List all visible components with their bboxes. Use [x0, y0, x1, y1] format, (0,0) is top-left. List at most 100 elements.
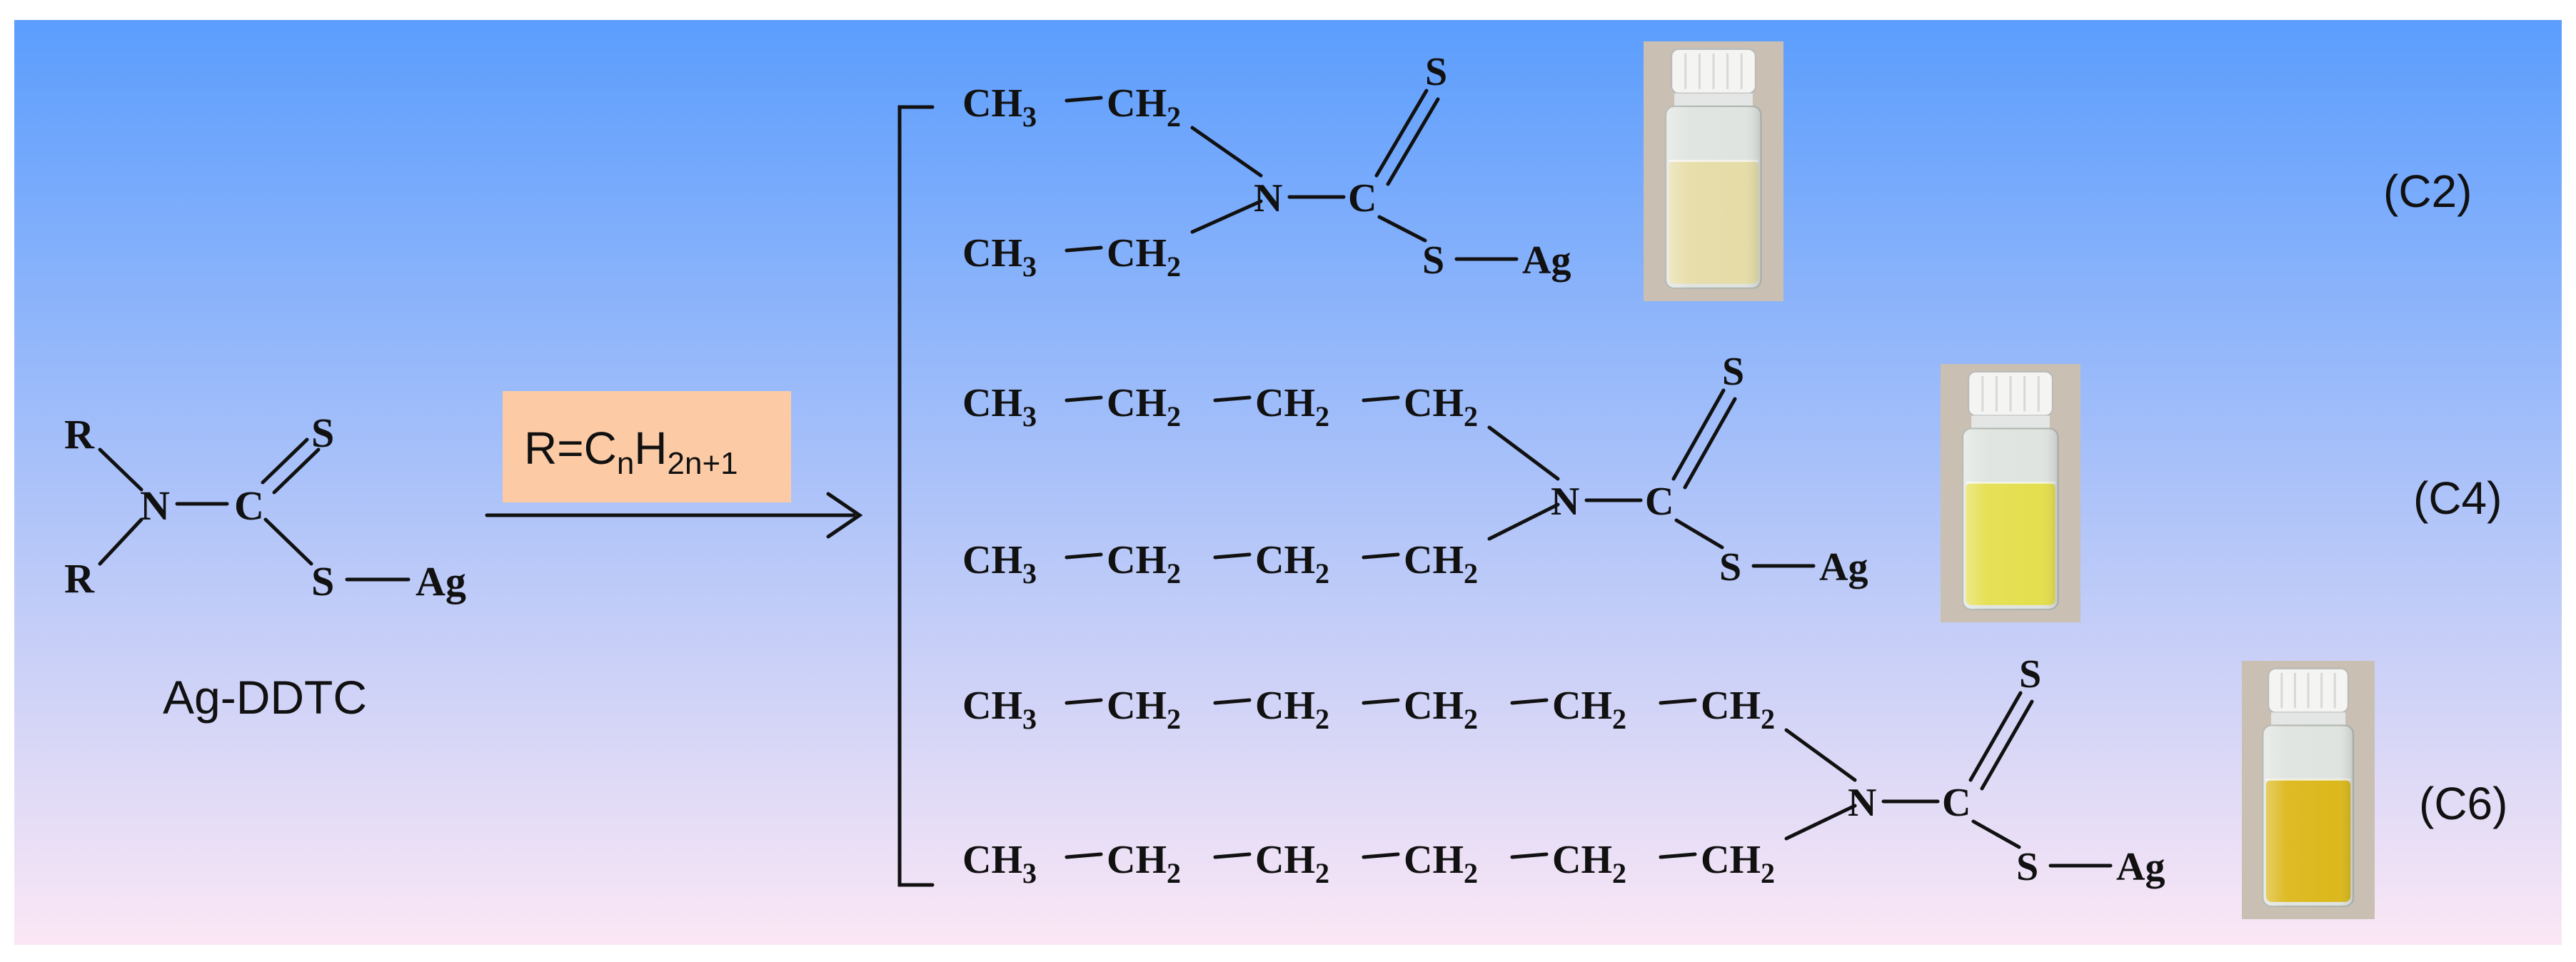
r-top-label: R [64, 411, 95, 457]
bond-c-s-single [1377, 215, 1427, 243]
chain-top-ch2-1: CH2 [1107, 81, 1181, 133]
s-single-atom: S [1422, 238, 1444, 283]
chain-top-bond-3 [1362, 395, 1400, 402]
c-atom: C [1942, 781, 1971, 825]
formula-text: R=CnH2n+1 [524, 422, 738, 481]
bond-c-s-double-a [1671, 388, 1726, 481]
c-atom: C [1348, 176, 1377, 221]
product-tag-c4: (C4) [2413, 472, 2502, 524]
chain-top-ch2-2: CH2 [1255, 684, 1329, 735]
s-single-atom: S [2016, 845, 2038, 889]
chain-bottom-bond-3 [1362, 552, 1400, 560]
chain-top-ch3: CH3 [962, 81, 1037, 133]
chain-bottom-ch2-2: CH2 [1255, 838, 1329, 889]
bond-chain-n-top [1487, 425, 1560, 481]
vial-photo-c4 [1941, 364, 2081, 622]
chain-top-ch2-3: CH2 [1404, 381, 1478, 432]
chain-bottom-ch3: CH3 [962, 538, 1037, 589]
chain-bottom-ch2-1: CH2 [1107, 231, 1181, 283]
reaction-condition: R=CnH2n+1 [485, 391, 863, 539]
formula-box [503, 391, 791, 502]
ag-atom: Ag [1522, 238, 1571, 283]
vial-photo-c6 [2242, 661, 2375, 919]
chain-bottom-ch2-5: CH2 [1701, 838, 1775, 889]
chain-bottom-ch2-1: CH2 [1107, 838, 1181, 889]
chain-top-ch2-1: CH2 [1107, 684, 1181, 735]
bond-c-s-single [1674, 518, 1724, 550]
bond-c-s-double-b [1683, 397, 1737, 490]
n-atom: N [1551, 480, 1579, 524]
r-bottom-label: R [64, 555, 95, 602]
bond-chain-n-bottom [1190, 199, 1263, 234]
chain-bottom-bond-2 [1213, 852, 1252, 859]
n-atom-label: N [140, 482, 170, 529]
vial-glass-highlight [1666, 106, 1761, 288]
chain-top-ch2-5: CH2 [1701, 684, 1775, 735]
chain-top-bond-2 [1213, 698, 1252, 705]
products-bracket [897, 105, 935, 887]
vial-glass-highlight [1963, 428, 2058, 609]
s-single-atom: S [1719, 545, 1741, 589]
product-tag-c6: (C6) [2419, 778, 2507, 829]
chain-top-ch3: CH3 [962, 381, 1037, 432]
vial-glass-highlight [2263, 725, 2354, 906]
chain-top-ch2-4: CH2 [1552, 684, 1626, 735]
vial-neck [2270, 712, 2346, 726]
ag-atom: Ag [1819, 545, 1868, 589]
chain-top-bond-3 [1362, 698, 1400, 705]
bond-chain-n-bottom [1487, 502, 1560, 541]
s-double-atom: S [2019, 652, 2041, 697]
chain-top-ch3: CH3 [962, 684, 1037, 735]
bond-c-s-double-a [261, 437, 309, 485]
chain-bottom-bond-1 [1065, 552, 1103, 560]
chain-bottom-bond-4 [1510, 852, 1549, 859]
chain-bottom-ch2-4: CH2 [1552, 838, 1626, 889]
chain-top-bond-5 [1659, 698, 1697, 705]
bond-chain-n-bottom [1784, 804, 1857, 841]
chain-bottom-ch3: CH3 [962, 231, 1037, 283]
ag-atom: Ag [2116, 845, 2165, 889]
compound-label: Ag-DDTC [163, 671, 367, 724]
chain-bottom-bond-1 [1065, 852, 1103, 859]
c-atom: C [1645, 480, 1674, 524]
chain-top-bond-1 [1065, 96, 1103, 103]
ag-ddtc-structure: R R N C S S Ag Ag-DDTC [64, 410, 466, 724]
chain-bottom-ch2-3: CH2 [1404, 538, 1478, 589]
chain-top-ch2-2: CH2 [1255, 381, 1329, 432]
chain-bottom-bond-3 [1362, 852, 1400, 859]
reaction-arrow-head [826, 492, 863, 539]
bond-c-s-double-b [272, 447, 321, 495]
bond-c-s-double-a [1968, 691, 2023, 782]
chain-top-ch2-3: CH2 [1404, 684, 1478, 735]
s-single-label: S [311, 558, 334, 604]
bond-chain-n-top [1190, 126, 1263, 178]
s-double-label: S [311, 410, 334, 456]
chain-bottom-bond-1 [1065, 245, 1103, 253]
bond-c-s-single [263, 517, 313, 566]
bond-c-s-double-b [1980, 699, 2034, 791]
chain-bottom-bond-2 [1213, 552, 1252, 560]
background-panel [14, 20, 2562, 945]
s-double-atom: S [1425, 50, 1447, 94]
vial-neck [1971, 415, 2050, 429]
chain-bottom-ch2-1: CH2 [1107, 538, 1181, 589]
bond-r-n-bottom [98, 517, 144, 566]
chain-bottom-bond-5 [1659, 852, 1697, 859]
product-tag-c2: (C2) [2383, 166, 2472, 217]
chain-top-bond-4 [1510, 698, 1549, 705]
vial-neck [1674, 93, 1753, 106]
chain-top-ch2-1: CH2 [1107, 381, 1181, 432]
chain-top-bond-1 [1065, 698, 1103, 705]
bond-c-s-double-b [1386, 97, 1440, 186]
bond-c-s-double-a [1374, 88, 1429, 178]
ag-label: Ag [416, 558, 466, 604]
chain-top-bond-1 [1065, 395, 1103, 402]
chain-bottom-ch2-3: CH2 [1404, 838, 1478, 889]
chain-bottom-ch2-2: CH2 [1255, 538, 1329, 589]
